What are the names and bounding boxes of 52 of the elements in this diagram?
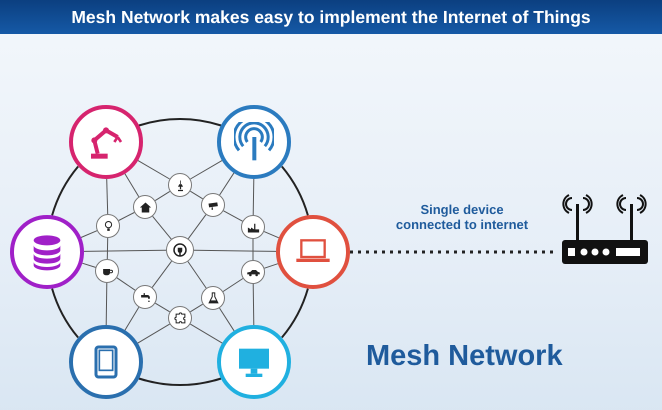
mesh-line [124,306,140,332]
sensor-node [95,259,119,283]
ring-line [51,166,79,216]
mesh-line [264,263,278,269]
mesh-line [106,238,108,260]
mesh-line [219,308,235,332]
mesh-line [190,160,223,180]
mesh-line [118,212,135,221]
mesh-line [82,262,96,268]
mesh-line [116,277,136,291]
mesh-line [154,190,170,202]
diagram-label: Mesh Network [366,340,563,373]
ring-line [281,166,309,216]
sensor-node [201,286,225,310]
mesh-line [190,190,204,200]
mesh-line [190,304,204,312]
sensor-node [241,260,265,284]
mesh-line [187,261,207,289]
mesh-line [223,210,243,222]
mesh-line [252,284,254,326]
edge-label: Single device connected to internet [394,202,530,232]
sensor-node [133,195,157,219]
sensor-node [201,193,225,217]
ring-line [281,288,309,338]
sensor-node [168,173,192,197]
ring-line [51,288,79,338]
mesh-line [136,324,170,344]
ring-line [138,378,222,386]
ring-line [138,118,222,126]
mesh-line [152,260,172,288]
sensor-node [96,214,120,238]
mesh-line [152,216,172,240]
title: Mesh Network makes easy to implement the Internet of Things [0,0,662,34]
mesh-line [84,250,166,252]
sensor-node [133,285,157,309]
mesh-line [222,278,244,292]
mesh-line [219,172,235,196]
mesh-line [252,238,254,260]
mesh-line [124,172,140,198]
sensor-node [168,306,192,330]
sensor-node [166,236,194,264]
mesh-line [154,302,170,312]
mesh-line [106,282,108,326]
sensor-node [241,215,265,239]
mesh-line [80,230,98,238]
mesh-line [194,250,276,252]
mesh-line [106,178,108,214]
mesh-line [252,178,254,216]
mesh-line [188,214,206,240]
mesh-line [137,160,170,180]
mesh-line [264,231,280,238]
mesh-line [190,324,224,344]
